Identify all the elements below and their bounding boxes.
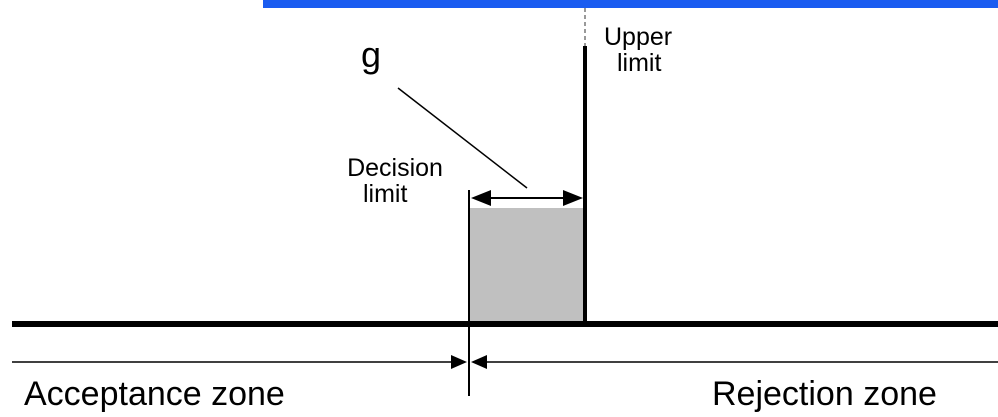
decision-limit-label-line1: Decision: [347, 154, 443, 182]
upper-limit-label-line1: Upper: [604, 23, 673, 51]
upper-limit-label: Upper limit: [604, 24, 672, 77]
acceptance-zone-arrow: [12, 355, 467, 369]
rejection-zone-arrow: [471, 355, 998, 369]
g-leader-line: [397, 87, 528, 189]
decision-limit-label-line2: limit: [363, 180, 408, 209]
decision-limit-label: Decision limit: [323, 155, 467, 208]
top-blue-bar: [263, 0, 998, 8]
g-dimension-arrow: [471, 190, 583, 206]
rejection-zone-label: Rejection zone: [712, 375, 937, 413]
upper-limit-label-line2: limit: [617, 49, 662, 78]
guard-band-region: [469, 208, 585, 324]
acceptance-zone-label: Acceptance zone: [24, 375, 285, 413]
g-label: g: [361, 34, 382, 75]
